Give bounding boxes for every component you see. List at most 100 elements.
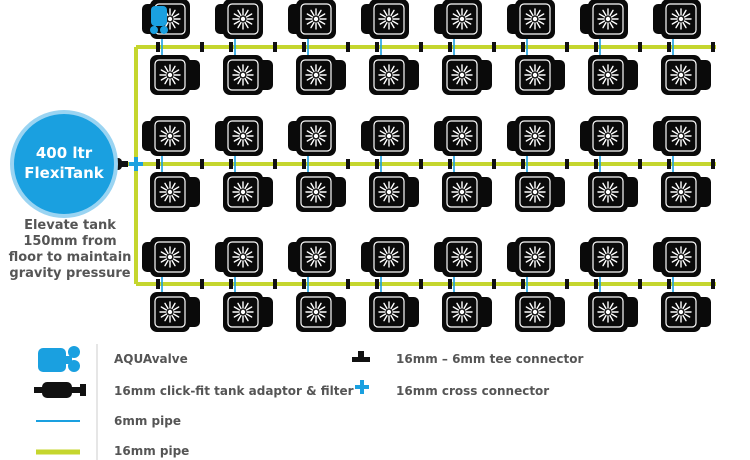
tee-connector [156,159,160,169]
legend-tee-connector-label: 16mm – 6mm tee connector [396,352,584,366]
tee-connector [521,42,525,52]
pot-bottom [150,55,200,95]
pot-top [361,116,409,156]
pot-bottom [223,172,273,212]
tee-connector [302,159,306,169]
pot-bottom [442,172,492,212]
tee-connector [711,42,715,52]
pot-top [215,0,263,39]
tee-connector [594,159,598,169]
pot-bottom [588,172,638,212]
tee-connector [302,279,306,289]
pot-bottom [661,55,711,95]
pot-bottom [588,55,638,95]
tee-connector [346,279,350,289]
tee-connector [200,42,204,52]
tee-connector [419,42,423,52]
tee-connector [229,279,233,289]
pot-top [580,0,628,39]
pot-bottom [369,55,419,95]
tee-connector [419,279,423,289]
tee-connector [448,42,452,52]
tee-connector [273,279,277,289]
tee-connector [667,159,671,169]
pot-bottom [588,292,638,332]
pot-top [507,237,555,277]
pot-top [288,237,336,277]
legend-cross-connector-label: 16mm cross connector [396,384,550,398]
pot-bottom [296,55,346,95]
cross-connector [129,157,143,171]
note-line-3: floor to maintain [8,250,132,265]
tank-capacity-label: 400 ltr [36,144,93,162]
tee-connector [638,42,642,52]
pot-bottom [515,172,565,212]
pot-bottom [223,292,273,332]
tee-connector [711,279,715,289]
pot-bottom [442,55,492,95]
pot-top [507,116,555,156]
tee-connector [448,159,452,169]
tee-connector [419,159,423,169]
tee-connector [375,279,379,289]
legend-aquavalve-icon [38,346,80,372]
tee-connector [565,42,569,52]
pot-top [653,237,701,277]
tee-connector [565,279,569,289]
tee-connector [594,42,598,52]
tee-connector [638,279,642,289]
pot-top [361,237,409,277]
tee-connector [492,279,496,289]
pot-top [434,0,482,39]
legend-tank-adaptor-label: 16mm click-fit tank adaptor & filter [114,384,354,398]
tee-connector [492,42,496,52]
elevation-note: Elevate tank 150mm from floor to maintai… [0,218,140,282]
tee-connector [346,159,350,169]
pot-top [142,116,190,156]
tee-connector [200,279,204,289]
pot-top [507,0,555,39]
pot-top [653,116,701,156]
pot-bottom [150,292,200,332]
tee-connector [229,42,233,52]
legend-6mm-pipe-label: 6mm pipe [114,414,181,428]
pot-bottom [515,292,565,332]
tee-connector [156,279,160,289]
tee-connector [711,159,715,169]
legend-tank-adaptor-icon [34,382,86,398]
pot-bottom [150,172,200,212]
pot-array [142,0,711,332]
legend-cross-connector-icon [355,380,369,394]
tee-connector [375,159,379,169]
tee-connector [273,42,277,52]
tee-connector [594,279,598,289]
legend-16mm-pipe-label: 16mm pipe [114,444,190,458]
tee-connector [521,279,525,289]
tee-connector [156,42,160,52]
note-line-2: 150mm from [23,234,117,249]
pot-top [434,237,482,277]
tank-name-label: FlexiTank [24,164,104,182]
pot-bottom [296,172,346,212]
pot-bottom [661,172,711,212]
tee-connector [667,42,671,52]
tee-connector [448,279,452,289]
tee-connector [667,279,671,289]
pot-top [288,116,336,156]
aquavalve-icon [150,6,168,34]
tee-connector [565,159,569,169]
pot-bottom [223,55,273,95]
pot-top [580,237,628,277]
pot-top [434,116,482,156]
pot-top [142,237,190,277]
pot-bottom [515,55,565,95]
tee-connector [492,159,496,169]
tee-connector [638,159,642,169]
pot-top [361,0,409,39]
pot-top [215,116,263,156]
legend-aquavalve-label: AQUAvalve [114,352,188,366]
tee-connector [229,159,233,169]
tee-connector [521,159,525,169]
pot-bottom [369,292,419,332]
